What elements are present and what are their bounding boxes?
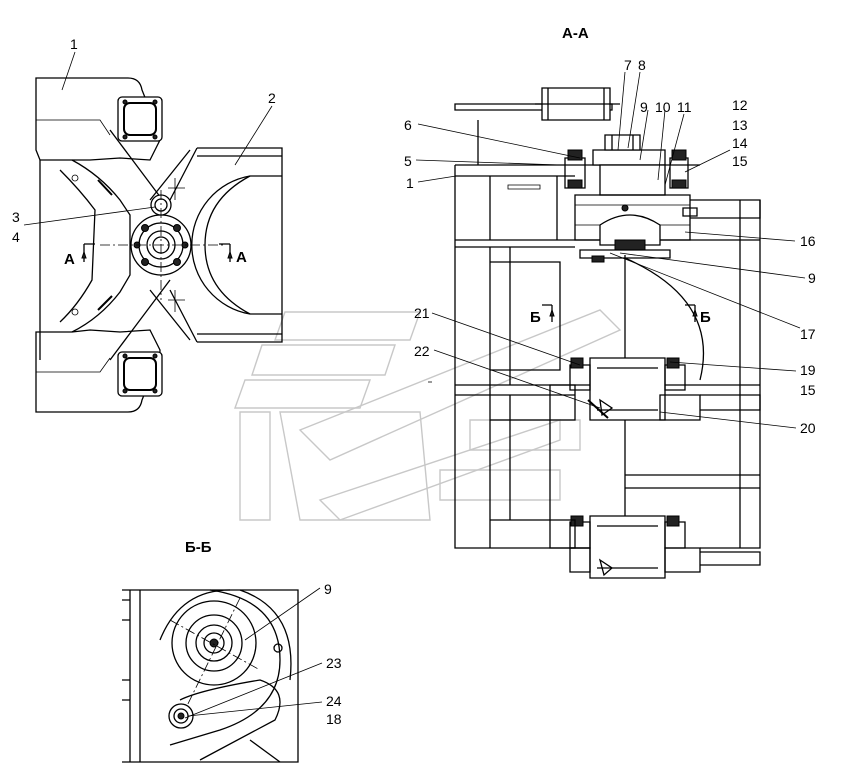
- watermark-logo: [234, 309, 622, 521]
- callout-label: 3: [12, 209, 20, 225]
- callout-label: 1: [70, 36, 78, 52]
- cut-mark-a-left: А: [64, 251, 75, 268]
- callout-label: 13: [732, 117, 748, 133]
- callout-label: 9: [808, 270, 816, 286]
- section-aa-title: А-А: [562, 25, 589, 42]
- cut-mark-a-right: А: [236, 249, 247, 266]
- callout-label: 5: [404, 153, 412, 169]
- callout-label: 12: [732, 97, 748, 113]
- callout-label: 9: [640, 99, 648, 115]
- callout-label: 1: [406, 175, 414, 191]
- callout-label: 23: [326, 655, 342, 671]
- callout-label: 18: [326, 711, 342, 727]
- section-bb-view: [122, 587, 323, 763]
- callout-label: 16: [800, 233, 816, 249]
- callout-label: 7: [624, 57, 632, 73]
- callout-label: 9: [324, 581, 332, 597]
- aa-leader-lines: [415, 71, 806, 429]
- callout-label: 2: [268, 90, 276, 106]
- cut-mark-b-left: Б: [530, 309, 541, 326]
- plan-view: [35, 77, 283, 413]
- callout-label: 20: [800, 420, 816, 436]
- callout-label: 14: [732, 135, 748, 151]
- callout-label: 4: [12, 229, 20, 245]
- callout-label: 17: [800, 326, 816, 342]
- cut-mark-b-right: Б: [700, 309, 711, 326]
- callout-label: 24: [326, 693, 342, 709]
- callout-label: 6: [404, 117, 412, 133]
- callout-label: 10: [655, 99, 671, 115]
- callout-label: 21: [414, 305, 430, 321]
- section-titles: А-А Б-Б А А Б Б: [64, 25, 711, 556]
- bb-callouts: 9 23 24 18: [324, 581, 342, 727]
- section-bb-title: Б-Б: [185, 539, 212, 556]
- callout-label: 15: [732, 153, 748, 169]
- callout-label: 22: [414, 343, 430, 359]
- callout-label: 8: [638, 57, 646, 73]
- callout-label: 11: [677, 99, 692, 115]
- aa-callouts: 7 8 6 9 10 11 12 13 14 15 5 1 16 9 17 21…: [404, 57, 816, 436]
- callout-label: 19: [800, 362, 816, 378]
- callout-label: 15: [800, 382, 816, 398]
- left-view-callouts: 1 2 3 4: [12, 36, 276, 245]
- section-aa-view: [428, 87, 761, 579]
